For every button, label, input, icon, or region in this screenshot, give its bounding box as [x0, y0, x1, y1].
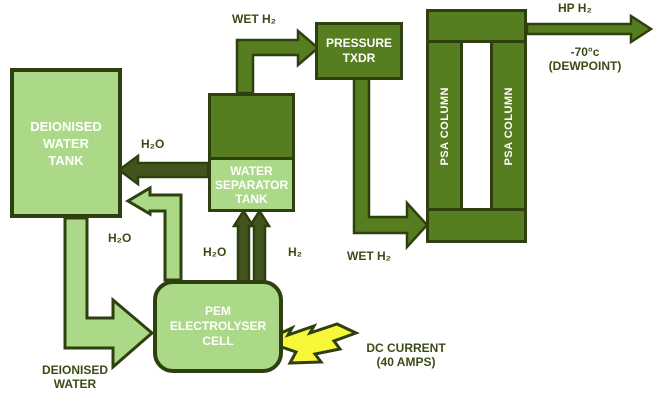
psa-bottom-manifold	[426, 208, 527, 243]
pipe-deionised-to-pem	[63, 216, 155, 371]
pressure-transducer: PRESSURE TXDR	[315, 22, 403, 80]
arrow-h2o-separator-to-tank	[116, 153, 210, 187]
psa-column-right-label: PSA COLUMN	[502, 86, 515, 166]
lightning-bolt-icon	[259, 322, 360, 365]
h2o-upper-label: H₂O	[141, 137, 165, 151]
psa-assembly: PSA COLUMN PSA COLUMN	[426, 9, 527, 243]
arrow-h2-pem-to-separator	[247, 208, 272, 285]
h2o-left-label: H₂O	[108, 231, 132, 245]
water-separator-tank-gas-space	[211, 96, 292, 160]
water-separator-tank-label: WATER SEPARATOR TANK	[214, 163, 289, 206]
dc-current-label: DC CURRENT (40 AMPS)	[366, 341, 446, 369]
h2o-mid-label: H₂O	[203, 245, 227, 259]
pipe-wet-h2-to-pressure-txdr	[235, 28, 320, 95]
wet-h2-bottom-label: WET H₂	[347, 249, 391, 263]
arrow-hp-h2-output	[525, 13, 654, 45]
h2-label: H₂	[288, 245, 302, 259]
psa-column-right: PSA COLUMN	[490, 40, 527, 212]
deionised-water-tank-label: DEIONISED WATER TANK	[30, 118, 102, 168]
dewpoint-label: -70°c (DEWPOINT)	[548, 45, 622, 73]
psa-column-left-label: PSA COLUMN	[438, 86, 451, 166]
water-separator-tank: WATER SEPARATOR TANK	[208, 93, 295, 212]
pem-electrolyser-cell: PEM ELECTROLYSER CELL	[153, 280, 283, 373]
psa-column-left: PSA COLUMN	[426, 40, 463, 212]
psa-top-manifold	[426, 9, 527, 43]
deionised-water-tank: DEIONISED WATER TANK	[10, 68, 122, 218]
deionised-water-label: DEIONISED WATER	[41, 363, 108, 391]
arrow-h2o-pem-to-separator	[231, 208, 256, 285]
pipe-pressure-to-psa	[352, 76, 429, 251]
pipe-pem-to-tank-return	[125, 185, 183, 282]
hp-h2-label: HP H₂	[558, 1, 592, 15]
wet-h2-top-label: WET H₂	[232, 12, 276, 26]
